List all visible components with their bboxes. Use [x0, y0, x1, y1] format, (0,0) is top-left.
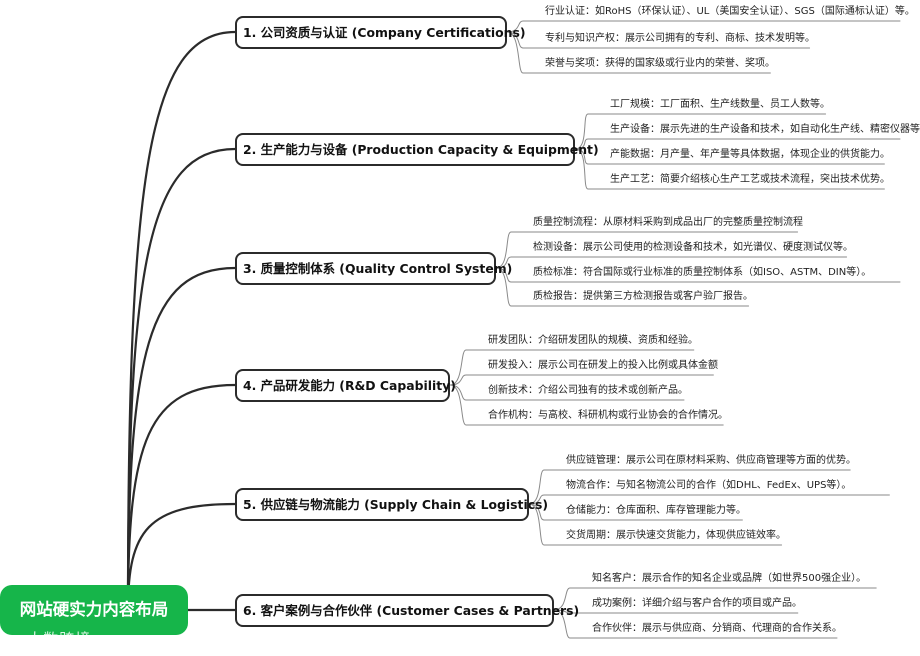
branch-node-5[interactable]: 5. 供应链与物流能力 (Supply Chain & Logistics) — [235, 488, 548, 521]
root-label: 网站硬实力内容布局 — [19, 600, 169, 619]
leaf-connector-2-1 — [574, 113, 827, 150]
leaf-connector-5-3 — [528, 503, 743, 521]
leaf-item: 交货周期：展示快速交货能力，体现供应链效率。 — [566, 530, 786, 541]
leaf-item: 质量控制流程：从原材料采购到成品出厂的完整质量控制流程 — [533, 217, 803, 228]
branch-label: 1. 公司资质与认证 (Company Certifications) — [243, 25, 526, 40]
leaf-connector-3-4 — [495, 267, 750, 307]
leaf-connector-4-2 — [449, 374, 714, 386]
leaf-connector-6-3 — [553, 609, 838, 639]
leaf-item: 产能数据：月产量、年产量等具体数据，体现企业的供货能力。 — [610, 149, 890, 160]
leaf-connector-4-3 — [449, 384, 685, 401]
branch-connector-3 — [126, 266, 237, 612]
branch-node-6[interactable]: 6. 客户案例与合作伙伴 (Customer Cases & Partners) — [235, 594, 579, 627]
leaf-connector-3-2 — [495, 256, 848, 269]
leaf-connector-6-2 — [553, 609, 799, 614]
leaf-connector-3-1 — [495, 231, 799, 269]
leaf-connector-5-4 — [528, 503, 783, 546]
leaf-connector-5-1 — [528, 469, 851, 505]
leaf-connector-4-1 — [449, 349, 695, 386]
branch-connector-2 — [126, 147, 237, 612]
leaf-item: 创新技术：介绍公司独有的技术或创新产品。 — [488, 385, 688, 396]
leaf-item: 质检标准：符合国际或行业标准的质量控制体系（如ISO、ASTM、DIN等）。 — [533, 267, 872, 278]
branch-node-4[interactable]: 4. 产品研发能力 (R&D Capability) — [235, 369, 456, 402]
leaf-connector-2-2 — [574, 138, 901, 150]
leaf-item: 供应链管理：展示公司在原材料采购、供应商管理等方面的优势。 — [566, 455, 856, 466]
leaf-connector-1-3 — [506, 31, 771, 74]
leaf-connector-5-2 — [528, 494, 890, 505]
leaf-item: 生产设备：展示先进的生产设备和技术，如自动化生产线、精密仪器等 — [610, 124, 920, 135]
leaf-item: 合作伙伴：展示与供应商、分销商、代理商的合作关系。 — [592, 623, 842, 634]
leaf-connector-4-4 — [449, 384, 724, 426]
branch-label: 5. 供应链与物流能力 (Supply Chain & Logistics) — [243, 497, 549, 512]
branch-label: 4. 产品研发能力 (R&D Capability) — [243, 378, 456, 393]
leaf-item: 仓储能力：仓库面积、库存管理能力等。 — [566, 505, 746, 516]
branch-node-1[interactable]: 1. 公司资质与认证 (Company Certifications) — [235, 16, 526, 49]
branch-label: 3. 质量控制体系 (Quality Control System) — [243, 261, 513, 276]
leaf-connector-1-2 — [506, 31, 811, 49]
watermark-text: 大数跨境 — [27, 630, 92, 648]
watermark-logo-icon: ◔ — [8, 632, 22, 648]
leaf-item: 研发投入：展示公司在研发上的投入比例或具体金额 — [488, 360, 718, 371]
watermark: ◔ 大数跨境 — [8, 628, 91, 649]
root-node[interactable]: 网站硬实力内容布局 — [0, 585, 188, 635]
branch-node-2[interactable]: 2. 生产能力与设备 (Production Capacity & Equipm… — [235, 133, 599, 166]
branch-connector-5 — [126, 502, 237, 612]
leaf-item: 成功案例：详细介绍与客户合作的项目或产品。 — [592, 598, 802, 609]
branch-label: 6. 客户案例与合作伙伴 (Customer Cases & Partners) — [243, 603, 580, 618]
leaf-item: 质检报告：提供第三方检测报告或客户验厂报告。 — [533, 291, 753, 302]
leaf-item: 专利与知识产权：展示公司拥有的专利、商标、技术发明等。 — [545, 33, 815, 44]
leaf-item: 荣誉与奖项：获得的国家级或行业内的荣誉、奖项。 — [545, 58, 775, 69]
leaf-item: 合作机构：与高校、科研机构或行业协会的合作情况。 — [488, 410, 728, 421]
leaf-connector-2-4 — [574, 148, 885, 190]
branch-connector-4 — [126, 383, 237, 612]
leaf-item: 物流合作：与知名物流公司的合作（如DHL、FedEx、UPS等）。 — [566, 480, 852, 491]
leaf-item: 行业认证：如RoHS（环保认证）、UL（美国安全认证）、SGS（国际通标认证）等… — [545, 6, 915, 17]
leaf-connector-1-1 — [506, 20, 901, 33]
leaf-item: 工厂规模：工厂面积、生产线数量、员工人数等。 — [610, 99, 830, 110]
leaf-item: 知名客户：展示合作的知名企业或品牌（如世界500强企业）。 — [592, 573, 867, 584]
branch-node-3[interactable]: 3. 质量控制体系 (Quality Control System) — [235, 252, 512, 285]
leaf-item: 研发团队：介绍研发团队的规模、资质和经验。 — [488, 335, 698, 346]
branch-label: 2. 生产能力与设备 (Production Capacity & Equipm… — [243, 142, 599, 157]
leaf-connector-6-1 — [553, 587, 877, 611]
leaf-item: 生产工艺：简要介绍核心生产工艺或技术流程，突出技术优势。 — [610, 174, 890, 185]
branch-connector-1 — [126, 30, 237, 612]
leaf-connector-3-3 — [495, 267, 901, 283]
leaf-item: 检测设备：展示公司使用的检测设备和技术，如光谱仪、硬度测试仪等。 — [533, 242, 853, 253]
